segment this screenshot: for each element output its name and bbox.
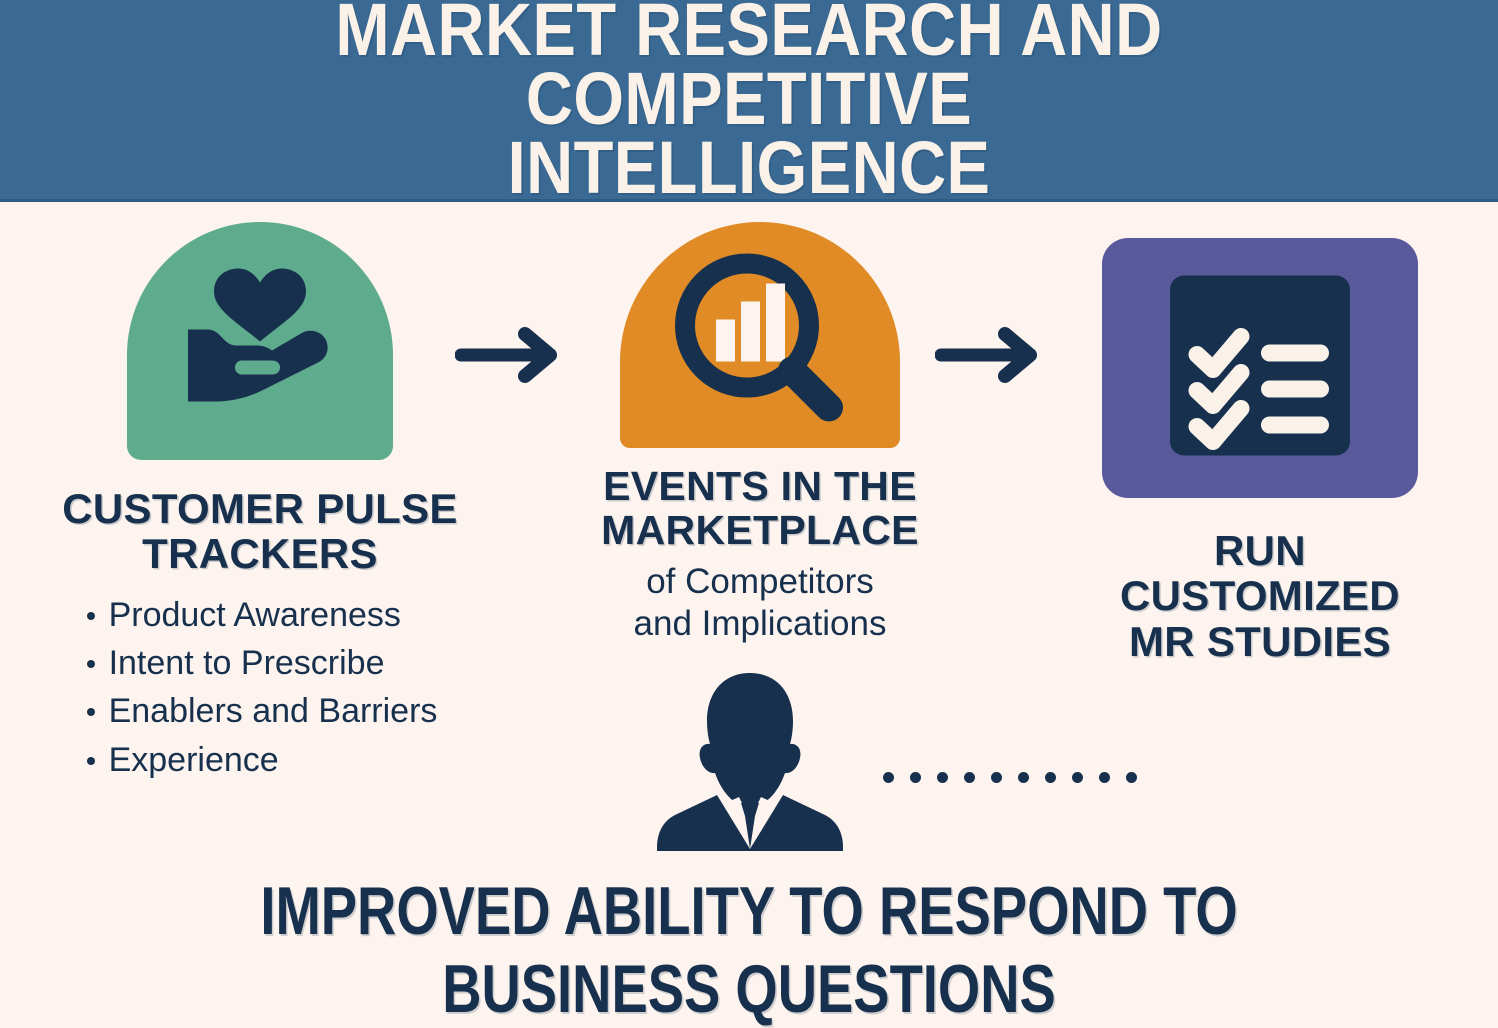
list-item-label: Product Awareness <box>108 595 401 634</box>
connector-dot <box>991 772 1002 783</box>
step-1-title-line-2: TRACKERS <box>142 530 378 578</box>
infographic-body: CUSTOMER PULSE TRACKERS Product Awarenes… <box>0 202 1498 1027</box>
step-2-subtitle-line-1: of Competitors <box>646 561 874 601</box>
bullet-dot-icon <box>86 708 95 717</box>
bullet-dot-icon <box>86 756 95 765</box>
step-1-bullet-list: Product Awareness Intent to Prescribe En… <box>83 591 438 784</box>
green-dome-shape <box>127 222 393 460</box>
connector-dot <box>1099 772 1110 783</box>
right-arrow-icon-1 <box>454 327 565 383</box>
connector-dot <box>910 772 921 783</box>
step-1-title-line-1: CUSTOMER PULSE <box>62 485 458 532</box>
page-title: MARKET RESEARCH AND COMPETITIVE INTELLIG… <box>90 0 1408 209</box>
step-3-title-line-2: CUSTOMIZED <box>1120 572 1400 620</box>
list-item-label: Intent to Prescribe <box>108 643 385 682</box>
connector-dot <box>1072 772 1083 783</box>
checklist-icon <box>1165 271 1355 466</box>
orange-dome-shape <box>620 222 900 448</box>
connector-dot <box>1126 772 1137 783</box>
list-item-label: Experience <box>108 740 279 779</box>
list-item: Product Awareness <box>83 591 438 639</box>
step-3-title-line-1: RUN <box>1214 527 1306 574</box>
connector-dot <box>883 772 894 783</box>
step-customer-pulse-trackers: CUSTOMER PULSE TRACKERS Product Awarenes… <box>30 222 490 784</box>
connector-dot <box>1045 772 1056 783</box>
businessperson-icon <box>655 667 845 857</box>
dotted-connector <box>883 772 1137 783</box>
footer-banner: IMPROVED ABILITY TO RESPOND TO BUSINESS … <box>0 872 1498 1028</box>
footer-text: IMPROVED ABILITY TO RESPOND TO BUSINESS … <box>260 873 1238 1027</box>
step-events-in-the-marketplace: EVENTS IN THE MARKETPLACE of Competitors… <box>545 222 975 645</box>
step-3-title-line-3: MR STUDIES <box>1128 617 1391 665</box>
page-title-line-1: MARKET RESEARCH AND COMPETITIVE <box>335 0 1163 141</box>
bullet-dot-icon <box>86 659 95 668</box>
list-item: Experience <box>83 736 438 784</box>
heart-in-hand-icon <box>176 264 344 419</box>
step-2-title: EVENTS IN THE MARKETPLACE <box>545 464 975 553</box>
magnifying-glass-bar-chart-icon <box>671 251 849 428</box>
step-3-title: RUN CUSTOMIZED MR STUDIES <box>1040 528 1480 664</box>
purple-card-shape <box>1102 238 1418 498</box>
page-title-line-2: INTELLIGENCE <box>507 125 991 209</box>
right-arrow-icon-2 <box>934 327 1045 383</box>
list-item: Enablers and Barriers <box>83 687 438 735</box>
connector-dot <box>1018 772 1029 783</box>
connector-dot <box>964 772 975 783</box>
step-2-subtitle: of Competitors and Implications <box>545 561 975 645</box>
step-1-title: CUSTOMER PULSE TRACKERS <box>30 486 490 577</box>
bullet-dot-icon <box>86 611 95 620</box>
list-item-label: Enablers and Barriers <box>108 692 438 731</box>
step-2-subtitle-line-2: and Implications <box>633 603 887 643</box>
step-2-title-line-2: MARKETPLACE <box>601 507 919 554</box>
step-2-title-line-1: EVENTS IN THE <box>603 463 917 509</box>
list-item: Intent to Prescribe <box>83 639 438 687</box>
header-bar: MARKET RESEARCH AND COMPETITIVE INTELLIG… <box>0 0 1498 209</box>
person-and-dots-group <box>655 667 1137 867</box>
connector-dot <box>937 772 948 783</box>
step-run-customized-mr-studies: RUN CUSTOMIZED MR STUDIES <box>1040 222 1480 664</box>
